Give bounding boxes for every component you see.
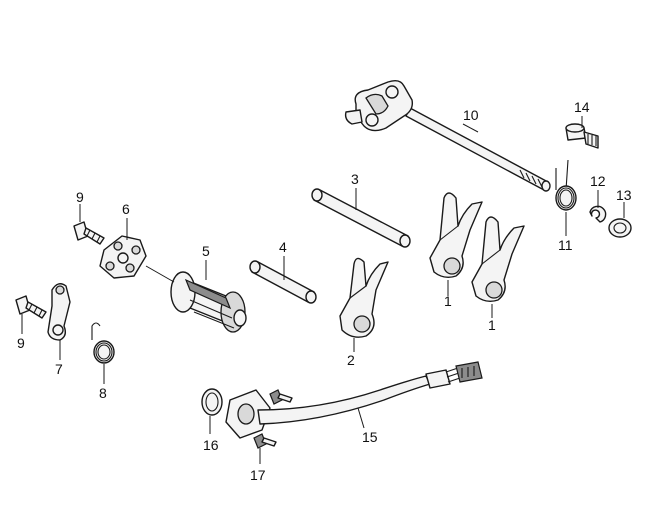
callout-7: 7	[55, 361, 63, 377]
callout-9b: 9	[17, 335, 25, 351]
callout-9a: 9	[76, 189, 84, 205]
fork-shaft-short	[249, 260, 317, 304]
callout-3: 3	[351, 171, 359, 187]
callout-17: 17	[250, 467, 266, 483]
callout-13: 13	[616, 187, 632, 203]
leader-15	[357, 407, 365, 429]
gear-position-sensor	[225, 361, 483, 439]
stopper-spring	[91, 322, 115, 364]
stopper-arm	[47, 283, 71, 341]
bolt-upper	[73, 221, 105, 245]
o-ring	[201, 388, 223, 416]
callout-12: 12	[590, 173, 606, 189]
callout-15: 15	[362, 429, 378, 445]
shift-fork-a	[429, 192, 483, 279]
callout-14: 14	[574, 99, 590, 115]
callout-2: 2	[347, 352, 355, 368]
callout-10: 10	[463, 107, 479, 123]
callout-5: 5	[202, 243, 210, 259]
washer	[608, 218, 632, 238]
callout-1b: 1	[488, 317, 496, 333]
sensor-screws	[253, 389, 293, 449]
shift-fork-b	[471, 216, 525, 303]
drum-center	[99, 235, 147, 279]
callout-1a: 1	[444, 293, 452, 309]
pin-bolt	[565, 123, 599, 149]
callout-6: 6	[122, 201, 130, 217]
leader-10	[462, 123, 479, 133]
callout-16: 16	[203, 437, 219, 453]
fork-shaft-long	[311, 188, 411, 248]
leader-6-to-drum	[145, 265, 175, 283]
shift-drum	[170, 271, 247, 333]
callout-11: 11	[558, 237, 573, 253]
shift-spindle	[344, 79, 551, 192]
bolt-lower	[15, 295, 47, 319]
callout-4: 4	[279, 239, 287, 255]
clip	[589, 205, 607, 223]
callout-8: 8	[99, 385, 107, 401]
shift-fork-c	[339, 257, 389, 338]
return-spring	[555, 159, 577, 211]
